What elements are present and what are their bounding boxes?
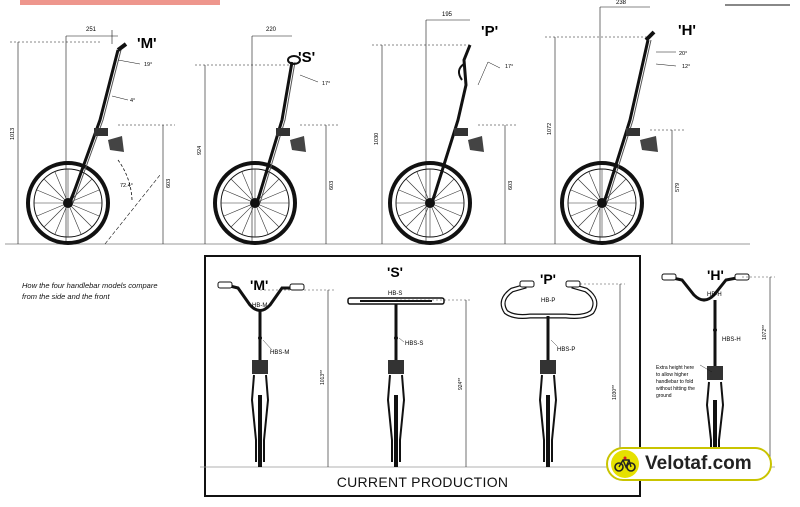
- wheel: [388, 161, 472, 245]
- side-bike-h: [545, 6, 685, 245]
- front-stem-h: HBS-H: [722, 337, 741, 343]
- front-bar-h: HB-H: [707, 292, 722, 298]
- side-topdim-m: 251: [86, 27, 97, 33]
- note-line: handlebar to fold: [656, 379, 693, 385]
- side-topdim-s: 220: [266, 27, 277, 33]
- side-topdim-p: 195: [442, 12, 453, 18]
- caption: How the four handlebar models compare fr…: [22, 280, 200, 302]
- side-height-total-s: 924: [197, 146, 203, 155]
- side-rake-m: 72.4°: [120, 183, 133, 189]
- note-line: ground: [656, 393, 672, 399]
- note-line: without hitting the: [656, 386, 695, 392]
- velotaf-logo[interactable]: Velotaf.com: [606, 447, 772, 481]
- extra-height-note: Extra height here to allow higher handle…: [656, 365, 695, 399]
- front-label-p: 'P': [540, 271, 556, 287]
- header-fragment: [20, 0, 220, 5]
- side-angle-b-h: 12°: [682, 64, 690, 70]
- front-height-s: 924**: [458, 378, 464, 390]
- front-label-h: 'H': [707, 267, 724, 283]
- side-bike-s: [195, 35, 338, 245]
- side-height-total-p: 1030: [374, 133, 380, 145]
- wheel: [213, 161, 297, 245]
- front-height-m: 1013**: [320, 370, 326, 385]
- side-angle-a-p: 17°: [505, 64, 513, 70]
- front-bike-s: [347, 297, 470, 467]
- side-label-h: 'H': [678, 22, 696, 39]
- side-angle-a-h: 20°: [679, 51, 687, 57]
- front-bar-m: HB-M: [252, 303, 267, 309]
- side-height-low-p: 603: [508, 181, 514, 190]
- caption-line-1: How the four handlebar models compare: [22, 281, 158, 290]
- front-stem-s: HBS-S: [405, 341, 423, 347]
- side-height-total-h: 1072: [547, 123, 553, 135]
- current-production-label: CURRENT PRODUCTION: [336, 474, 509, 490]
- front-bike-m: [217, 281, 335, 467]
- front-height-h: 1072**: [762, 325, 768, 340]
- front-label-s: 'S': [387, 264, 403, 280]
- front-stem-m: HBS-M: [270, 350, 289, 356]
- side-height-low-h: 579: [675, 183, 681, 192]
- side-height-total-m: 1013: [10, 128, 16, 140]
- front-bike-p: [500, 280, 625, 467]
- side-label-s: 'S': [298, 49, 315, 66]
- front-height-p: 1030**: [612, 385, 618, 400]
- note-line: to allow higher: [656, 372, 689, 378]
- caption-line-2: from the side and the front: [22, 292, 110, 301]
- current-production-box: [204, 255, 641, 497]
- front-bar-s: HB-S: [388, 291, 402, 297]
- wheel: [560, 161, 644, 245]
- bicycle-icon: [611, 450, 639, 478]
- side-topdim-h: 238: [616, 0, 627, 6]
- front-label-m: 'M': [250, 277, 268, 293]
- side-height-low-m: 603: [166, 179, 172, 188]
- side-angle-a-s: 17°: [322, 81, 330, 87]
- side-bike-m: [10, 30, 175, 245]
- side-angle-b-m: 4°: [130, 98, 135, 104]
- front-bar-p: HB-P: [541, 298, 555, 304]
- front-stem-p: HBS-P: [557, 347, 575, 353]
- wheel: [26, 161, 110, 245]
- side-bike-p: [372, 19, 518, 245]
- logo-text: Velotaf.com: [645, 453, 752, 474]
- note-line: Extra height here: [656, 365, 694, 371]
- side-label-m: 'M': [137, 35, 157, 52]
- side-angle-a-m: 19°: [144, 62, 152, 68]
- side-label-p: 'P': [481, 23, 498, 40]
- side-height-low-s: 603: [329, 181, 335, 190]
